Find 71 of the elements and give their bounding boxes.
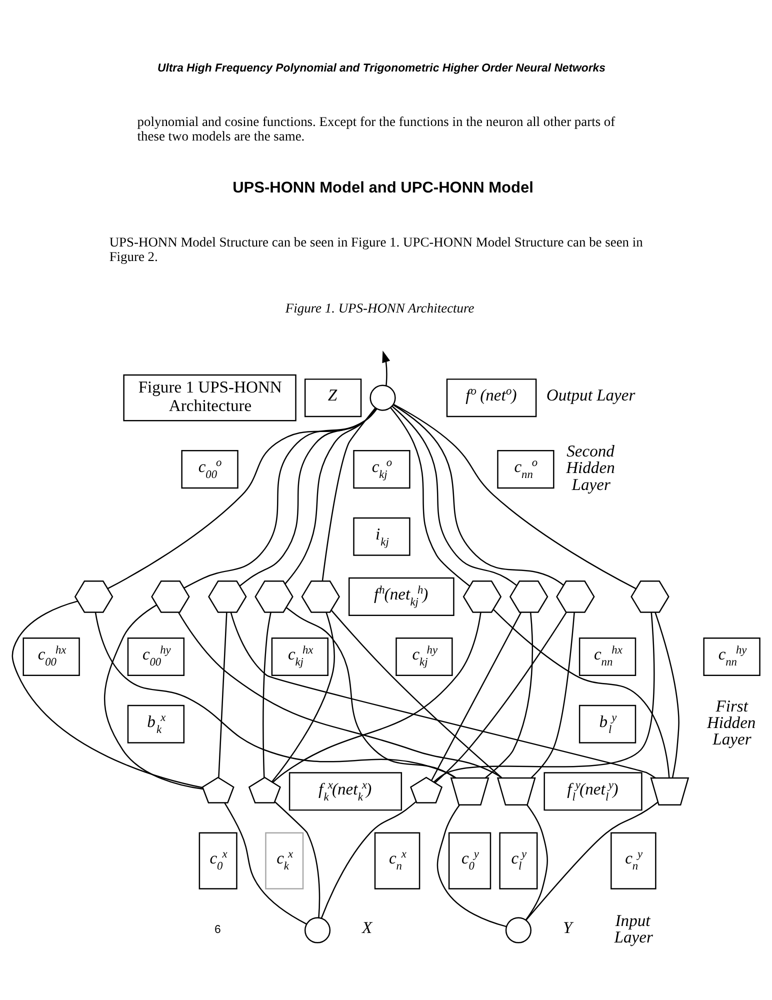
- connector: [224, 802, 307, 924]
- connector: [392, 406, 518, 586]
- node-box: i$_{kj}$: [353, 517, 410, 556]
- node-circle: [505, 917, 532, 944]
- connector: [12, 600, 203, 788]
- connector: [178, 612, 502, 778]
- label: polynomial and cosine functions. Except for the functions in the neuron all other parts of these two models are the same.: [137, 114, 616, 144]
- connector: [493, 609, 670, 778]
- node-trapezoid: [496, 777, 536, 806]
- node-hexagon: [556, 580, 595, 613]
- connector: [274, 802, 320, 918]
- node-pentagon: [202, 776, 234, 804]
- label: Ultra High Frequency Polynomial and Trigonometric Higher Order Neural Networks: [157, 62, 606, 75]
- node-box: Z: [304, 378, 362, 418]
- node-label: X: [362, 918, 372, 938]
- connector: [262, 612, 272, 778]
- connector: [184, 408, 378, 589]
- node-pentagon: [410, 776, 443, 804]
- node-box: f$^{h}$(net$_{kj}$$^{h}$): [348, 577, 454, 616]
- label: Second Hidden Layer: [566, 442, 615, 494]
- node-circle: [304, 917, 331, 944]
- connector: [271, 612, 335, 782]
- arrow: [382, 350, 390, 386]
- connector: [94, 612, 456, 778]
- connector: [104, 604, 204, 790]
- node-box: f$_{l}$$^{y}$(net$_{l}$$^{y}$): [544, 772, 642, 811]
- connector: [284, 408, 376, 584]
- label: 6: [214, 924, 221, 936]
- label: UPS-HONN Model and UPC-HONN Model: [232, 180, 534, 197]
- caption: Figure 1. UPS-HONN Architecture: [285, 300, 474, 316]
- node-trapezoid: [650, 777, 690, 806]
- node-trapezoid: [450, 777, 490, 806]
- connector: [239, 408, 377, 586]
- node-hexagon: [208, 580, 247, 613]
- node-box: f$_{k}$$^{x}$(net$_{k}$$^{x}$): [288, 772, 402, 811]
- label: First Hidden Layer: [706, 696, 756, 749]
- node-box: Figure 1 UPS-HONN Architecture: [123, 374, 296, 422]
- connector: [230, 612, 656, 778]
- connector: [272, 612, 482, 783]
- node-hexagon: [74, 580, 114, 613]
- connector: [485, 612, 534, 778]
- label: Output Layer: [546, 386, 636, 405]
- connector: [320, 801, 416, 918]
- connector: [218, 612, 228, 778]
- node-hexagon: [301, 580, 340, 613]
- connector: [107, 408, 378, 590]
- label: UPS-HONN Model Structure can be seen in Figure 1. UPC-HONN Model Structure can be seen in Figure 2.: [109, 234, 643, 264]
- connector: [434, 612, 567, 784]
- node-box: f$^{o}$ (net$^{o}$): [446, 378, 537, 418]
- node-label: Y: [562, 918, 572, 938]
- connector: [525, 804, 548, 920]
- node-circle: [370, 384, 396, 411]
- connector: [434, 612, 655, 782]
- node-pentagon: [248, 776, 281, 804]
- connector: [526, 802, 658, 920]
- connector: [430, 612, 522, 781]
- connector: [436, 804, 507, 928]
- node-hexagon: [509, 580, 548, 613]
- connector: [330, 610, 502, 778]
- node-hexagon: [462, 580, 502, 613]
- connector: [394, 404, 636, 590]
- label: Input Layer: [614, 910, 653, 946]
- connector: [286, 607, 456, 778]
- node-hexagon: [151, 580, 190, 613]
- node-hexagon: [254, 580, 294, 613]
- connector: [322, 408, 376, 582]
- connector: [390, 407, 470, 586]
- connector: [392, 404, 564, 586]
- node-hexagon: [630, 580, 670, 613]
- connector: [654, 612, 680, 778]
- connector: [530, 612, 575, 778]
